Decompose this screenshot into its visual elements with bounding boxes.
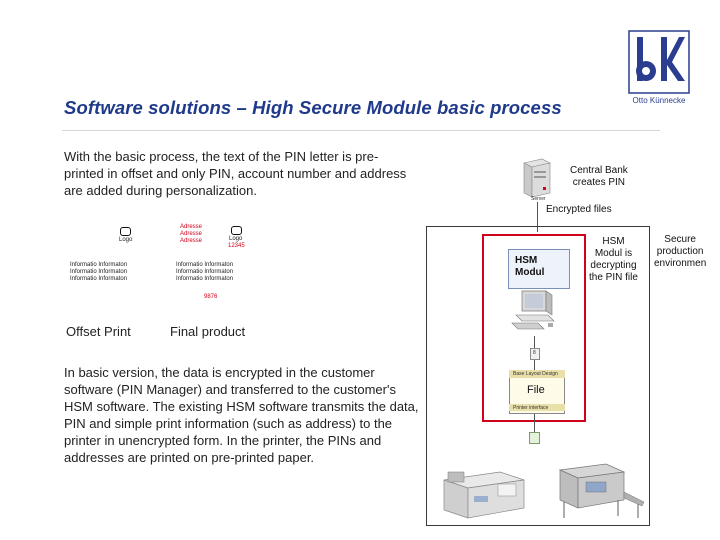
file-header-bar: [509, 370, 565, 378]
connector-line: [534, 414, 535, 432]
printer-left: [440, 466, 528, 522]
title-divider: [62, 130, 660, 131]
logo-placeholder-icon: [120, 227, 131, 236]
intro-paragraph: With the basic process, the text of the …: [64, 149, 407, 198]
server-caption: Server: [531, 196, 546, 202]
hsm-note-label: HSM Modul is decrypting the PIN file: [589, 236, 638, 283]
file-footer-text: Printer interface: [513, 405, 549, 411]
info-text: Informatio: [70, 262, 97, 268]
info-text: Informaton: [98, 276, 128, 282]
secure-environment-label: Secure production environmen: [654, 234, 707, 269]
slide-title: Software solutions – High Secure Module …: [64, 97, 562, 118]
pin-text: 9876: [204, 294, 218, 300]
logo-wordmark: Otto Künnecke: [632, 96, 686, 105]
connector-line: [537, 202, 538, 232]
secure-environment-frame: [426, 226, 650, 526]
printer-right: [546, 456, 646, 522]
info-text: Informaton: [98, 262, 128, 268]
workstation: [508, 289, 558, 335]
account-number: 12345: [228, 243, 245, 249]
connector-node: [529, 432, 540, 444]
connector-line: [534, 360, 535, 370]
address-text: Adresse: [180, 238, 203, 244]
connector-line: [534, 336, 535, 348]
file-footer-bar: [509, 404, 565, 411]
info-text: Informaton: [204, 262, 234, 268]
address-text: Adresse: [180, 231, 203, 237]
connector-node: [530, 348, 540, 360]
hsm-module-box: [508, 249, 570, 289]
printer-icon: [443, 471, 525, 519]
company-logo: Otto Künnecke: [628, 30, 690, 116]
logo-placeholder-icon: [231, 226, 242, 235]
logo-mark-icon: [628, 30, 690, 94]
info-text: Informaton: [204, 276, 234, 282]
file-label: File: [527, 384, 545, 396]
central-bank-label: Central Bank creates PIN: [570, 165, 628, 188]
final-product-label: Final product: [170, 324, 246, 339]
encrypted-files-label: Encrypted files: [546, 204, 612, 215]
info-text: Informaton: [98, 269, 128, 275]
offset-print-sample: Logo Informatio Informaton Informatio In…: [68, 222, 148, 284]
final-product-sample: Adresse Adresse Adresse Logo 12345 Infor…: [174, 222, 254, 304]
info-text: Informatio: [70, 276, 97, 282]
offset-print-label: Offset Print: [66, 324, 131, 339]
info-text: Informaton: [204, 269, 234, 275]
server: [520, 157, 552, 201]
connector-mark: 8: [533, 350, 536, 356]
hsm-module-label: HSM Modul: [515, 255, 545, 278]
info-text: Informatio: [176, 276, 203, 282]
printing-machine-icon: [558, 463, 645, 518]
address-text: Adresse: [180, 224, 203, 230]
info-text: Informatio: [176, 262, 203, 268]
body-paragraph: In basic version, the data is encrypted …: [64, 365, 419, 465]
server-icon: [523, 158, 551, 198]
logo-text: Logo: [229, 236, 243, 242]
logo-text: Logo: [119, 237, 133, 243]
info-text: Informatio: [176, 269, 203, 275]
computer-icon: [511, 290, 555, 330]
file-header-text: Base Layout Design: [513, 371, 558, 377]
info-text: Informatio: [70, 269, 97, 275]
